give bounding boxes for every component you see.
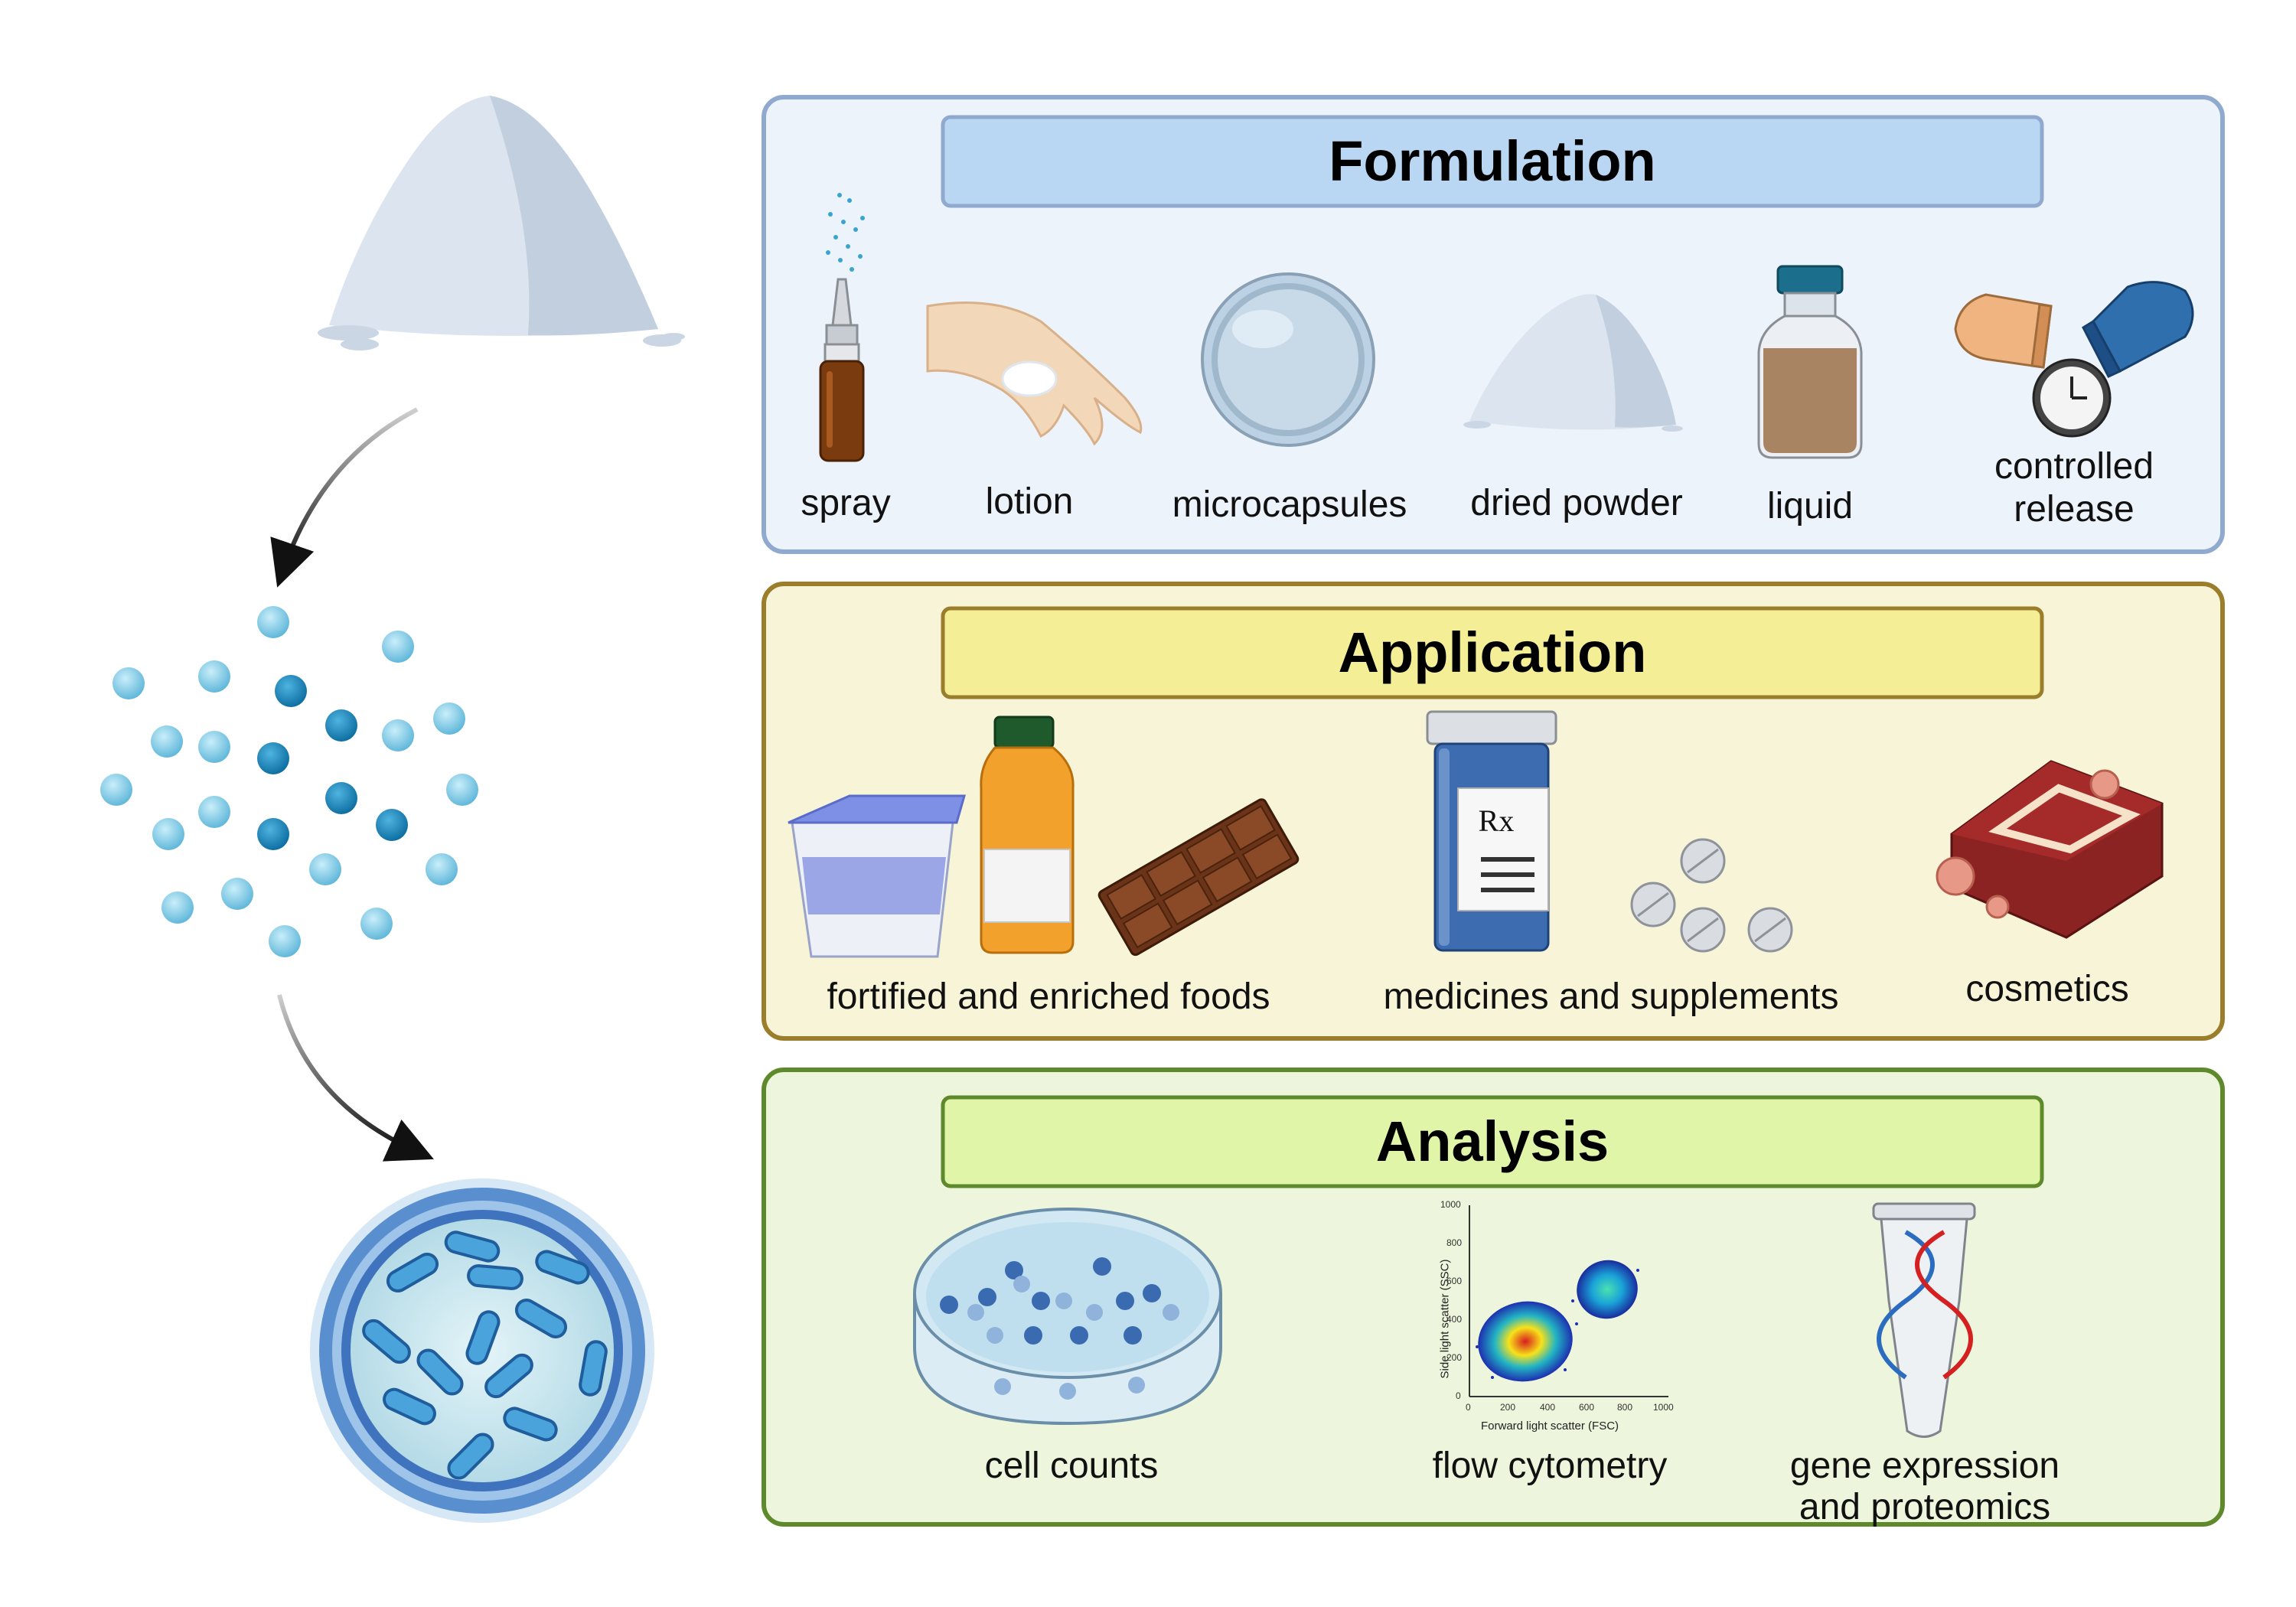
soap-bar-icon	[1936, 760, 2164, 939]
flow-plot-xlabel: Forward light scatter (FSC)	[1481, 1420, 1619, 1433]
flow-cytometry-plot	[1469, 1205, 1668, 1397]
microcapsules-label: microcapsules	[1172, 484, 1407, 525]
controlled-release-label-line1: controlled	[1994, 446, 2154, 487]
tablets-icon	[1630, 838, 1793, 953]
yogurt-cup-icon	[788, 794, 966, 958]
formulation-title: Formulation	[1329, 129, 1656, 193]
bacteria-plate-icon	[310, 1178, 654, 1523]
flow-xtick: 1000	[1653, 1402, 1674, 1413]
chocolate-bar-icon	[1097, 798, 1300, 957]
controlled-release-capsule-icon	[1954, 281, 2194, 438]
rx-symbol: Rx	[1478, 804, 1515, 838]
flow-xtick: 0	[1466, 1402, 1471, 1413]
foods-label: fortified and enriched foods	[827, 976, 1270, 1017]
analysis-title: Analysis	[1375, 1110, 1609, 1173]
lotion-hand-icon	[926, 302, 1143, 446]
cosmetics-label: cosmetics	[1965, 969, 2129, 1009]
flow-xtick: 800	[1617, 1402, 1633, 1413]
juice-bottle-icon	[980, 715, 1075, 954]
analysis-header	[941, 1095, 2044, 1188]
probiotic-beads-icon	[100, 606, 478, 957]
flow-ytick: 1000	[1440, 1199, 1461, 1210]
flow-ytick: 800	[1446, 1237, 1463, 1248]
workflow-arrow-2	[277, 994, 434, 1162]
flow-ytick: 0	[1456, 1390, 1461, 1401]
cell-counts-label: cell counts	[984, 1446, 1159, 1486]
flow-ytick: 600	[1446, 1276, 1463, 1286]
flow-xtick: 200	[1500, 1402, 1516, 1413]
flow-xtick: 600	[1579, 1402, 1595, 1413]
dried-powder-label: dried powder	[1470, 483, 1683, 523]
microcapsule-icon	[1201, 272, 1375, 447]
flow-cytometry-label: flow cytometry	[1432, 1446, 1668, 1486]
flow-ytick: 200	[1446, 1352, 1463, 1363]
pill-bottle-icon	[1426, 710, 1557, 952]
petri-dish-icon	[913, 1208, 1222, 1426]
medicines-label: medicines and supplements	[1383, 976, 1839, 1017]
pcr-tube-dna-icon	[1872, 1202, 1976, 1438]
nasal-spray-icon	[819, 193, 865, 462]
lotion-label: lotion	[985, 481, 1074, 522]
formulation-header	[941, 115, 2044, 208]
liquid-bottle-icon	[1757, 265, 1863, 459]
application-header	[941, 606, 2044, 699]
powder-pile-icon	[318, 96, 685, 350]
gene-expression-label-line1: gene expression	[1789, 1446, 2060, 1486]
flow-ytick: 400	[1446, 1314, 1463, 1325]
spray-label: spray	[801, 483, 891, 523]
workflow-arrow-1	[270, 407, 419, 588]
liquid-label: liquid	[1766, 486, 1854, 526]
flow-xtick: 400	[1540, 1402, 1556, 1413]
gene-expression-label-line2: and proteomics	[1799, 1487, 2051, 1527]
dried-powder-icon	[1463, 294, 1683, 432]
application-title: Application	[1338, 621, 1647, 684]
controlled-release-label-line2: release	[2014, 489, 2135, 530]
